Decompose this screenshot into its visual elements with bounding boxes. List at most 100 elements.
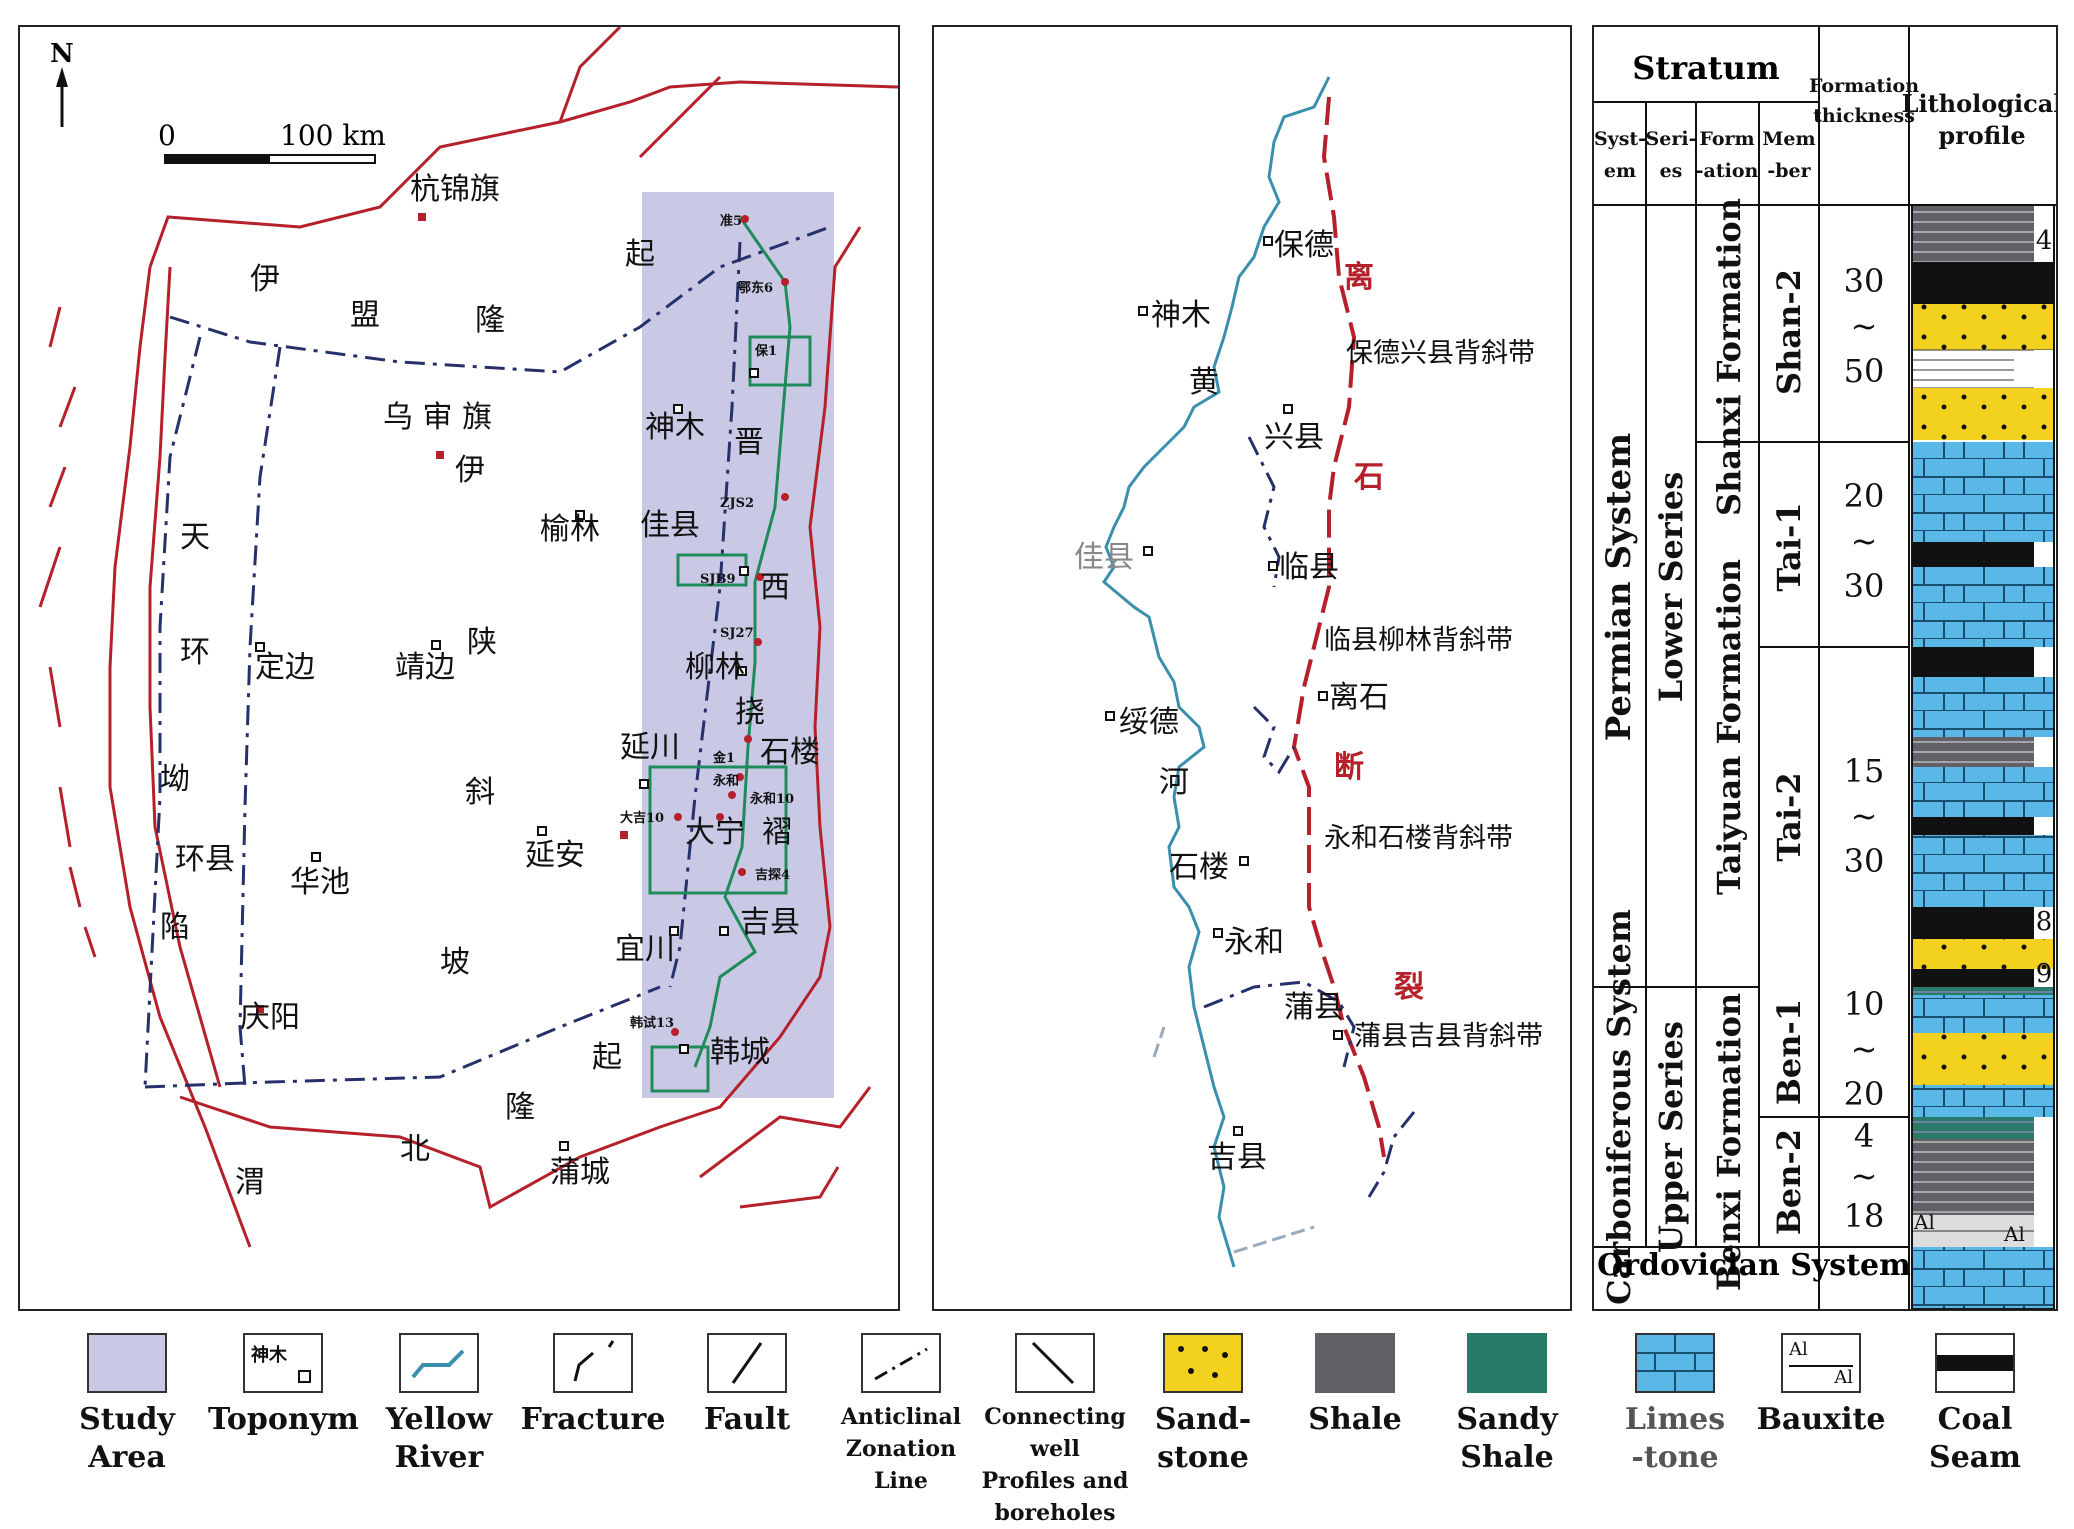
city-markers <box>256 213 628 1013</box>
scale-bar: 0 100 km <box>158 119 386 164</box>
svg-text:保1: 保1 <box>754 343 777 359</box>
svg-text:起: 起 <box>625 237 655 272</box>
north-label: N <box>50 39 74 69</box>
series-upper: Upper Series <box>1652 1021 1690 1253</box>
base-ordovician: Ordovician System <box>1597 1248 1911 1283</box>
svg-text:隆: 隆 <box>505 1090 535 1125</box>
svg-text:离: 离 <box>1344 260 1374 295</box>
svg-text:30: 30 <box>1844 567 1885 605</box>
svg-text:-ation: -ation <box>1696 160 1759 182</box>
svg-text:北: 北 <box>400 1132 430 1167</box>
svg-text:SJ27: SJ27 <box>720 626 754 641</box>
svg-text:绥德: 绥德 <box>1119 705 1179 740</box>
svg-text:金1: 金1 <box>712 750 735 766</box>
svg-text:永和: 永和 <box>1224 925 1284 960</box>
svg-text:裂: 裂 <box>1394 970 1424 1005</box>
belt-puxian-jixian: 蒲县吉县背斜带 <box>1354 1021 1543 1052</box>
svg-text:褶: 褶 <box>762 815 792 850</box>
svg-text:4: 4 <box>2036 226 2053 256</box>
legend-limestone: Limes -tone <box>1600 1333 1750 1477</box>
svg-text:鄂东6: 鄂东6 <box>738 280 773 296</box>
svg-text:~: ~ <box>1851 522 1878 560</box>
limestone-swatch <box>1635 1333 1715 1393</box>
svg-text:河: 河 <box>1159 765 1189 800</box>
svg-text:陷: 陷 <box>160 910 190 945</box>
svg-text:永和10: 永和10 <box>749 791 794 807</box>
formation-benxi: Benxi Formation <box>1710 993 1748 1291</box>
svg-text:起: 起 <box>592 1040 622 1075</box>
svg-text:延安: 延安 <box>525 838 585 873</box>
svg-text:大宁: 大宁 <box>685 815 745 850</box>
stratigraphic-column-panel: Stratum Syst-em Seri-es Form-ation Mem-b… <box>1592 25 2062 1311</box>
svg-text:庆阳: 庆阳 <box>240 1000 300 1035</box>
svg-text:Tai-2: Tai-2 <box>1770 772 1808 861</box>
legend: Study Area 神木 Toponym Yellow River Fract… <box>0 1325 2074 1526</box>
svg-text:thickness: thickness <box>1813 105 1915 127</box>
legend-connecting-well: Connecting well Profiles and boreholes <box>980 1333 1130 1529</box>
legend-coal-seam: Coal Seam <box>1900 1333 2050 1477</box>
river-symbol <box>399 1333 479 1393</box>
bauxite-symbol: Al Al <box>1781 1333 1861 1393</box>
svg-text:Shan-2: Shan-2 <box>1770 269 1808 395</box>
svg-text:韩试13: 韩试13 <box>630 1015 674 1031</box>
svg-text:30: 30 <box>1844 842 1885 880</box>
legend-shale: Shale <box>1280 1333 1430 1439</box>
svg-text:挠: 挠 <box>735 695 765 730</box>
legend-study-area: Study Area <box>52 1333 202 1477</box>
svg-text:~: ~ <box>1851 797 1878 835</box>
svg-text:断: 断 <box>1334 750 1364 785</box>
fault-lines <box>38 25 899 1248</box>
legend-toponym: 神木 Toponym <box>208 1333 359 1439</box>
north-arrow: N <box>50 39 74 127</box>
svg-text:profile: profile <box>1938 121 2025 150</box>
svg-text:环县: 环县 <box>175 842 235 877</box>
formation-shanxi: Shanxi Formation <box>1710 198 1748 516</box>
svg-text:ZJS2: ZJS2 <box>720 496 754 511</box>
svg-text:Seri-: Seri- <box>1646 128 1697 150</box>
svg-text:-ber: -ber <box>1767 160 1811 182</box>
belt-linxian-liulin: 临县柳林背斜带 <box>1324 625 1513 656</box>
svg-text:兴县: 兴县 <box>1264 420 1324 455</box>
svg-text:黄: 黄 <box>1189 365 1219 400</box>
svg-text:准5: 准5 <box>720 213 742 229</box>
legend-yellow-river: Yellow River <box>364 1333 514 1477</box>
legend-sandstone: Sand- stone <box>1128 1333 1278 1477</box>
well-points <box>671 215 789 1036</box>
svg-text:20: 20 <box>1844 1075 1885 1113</box>
fault-symbol <box>707 1333 787 1393</box>
svg-text:晋: 晋 <box>734 425 764 460</box>
svg-text:石: 石 <box>1353 460 1384 495</box>
svg-text:~: ~ <box>1851 307 1878 345</box>
svg-text:吉探4: 吉探4 <box>755 867 790 883</box>
svg-text:石楼: 石楼 <box>760 735 820 770</box>
series-lower: Lower Series <box>1652 472 1690 703</box>
svg-text:伊: 伊 <box>250 262 280 297</box>
svg-text:韩城: 韩城 <box>710 1035 770 1070</box>
svg-text:华池: 华池 <box>290 865 350 900</box>
svg-text:坳: 坳 <box>160 762 190 797</box>
map-labels: 杭锦旗 伊 盟 隆 起 乌 审 旗 伊 神木 晋 榆林 佳县 西 天 环 定边 … <box>160 172 820 1200</box>
anticline-zonation-lines <box>1203 436 1416 1198</box>
svg-text:Ben-2: Ben-2 <box>1770 1129 1808 1235</box>
coal-seam-symbol <box>1935 1333 2015 1393</box>
stratum-header: Stratum <box>1632 49 1780 87</box>
zonation-symbol <box>861 1333 941 1393</box>
svg-text:伊: 伊 <box>455 453 485 488</box>
svg-text:宜川: 宜川 <box>615 932 675 967</box>
svg-text:渭: 渭 <box>235 1165 265 1200</box>
belt-yonghe-shilou: 永和石楼背斜带 <box>1324 823 1513 854</box>
svg-text:15: 15 <box>1844 752 1885 790</box>
svg-text:蒲城: 蒲城 <box>550 1155 610 1190</box>
svg-text:定边: 定边 <box>255 650 315 685</box>
structure-labels: 保德 神木 黄 兴县 佳县 临县 离石 绥德 河 石楼 永和 蒲县 吉县 <box>1074 228 1389 1175</box>
svg-text:靖边: 靖边 <box>395 650 455 685</box>
svg-text:永和: 永和 <box>712 773 739 789</box>
svg-text:9: 9 <box>2036 959 2053 989</box>
zonation-lines <box>143 225 831 1089</box>
toponym-markers <box>255 368 759 1151</box>
svg-text:石楼: 石楼 <box>1169 850 1229 885</box>
svg-text:100 km: 100 km <box>280 119 386 152</box>
svg-text:Al: Al <box>2003 1222 2025 1246</box>
svg-text:佳县: 佳县 <box>1074 540 1134 575</box>
